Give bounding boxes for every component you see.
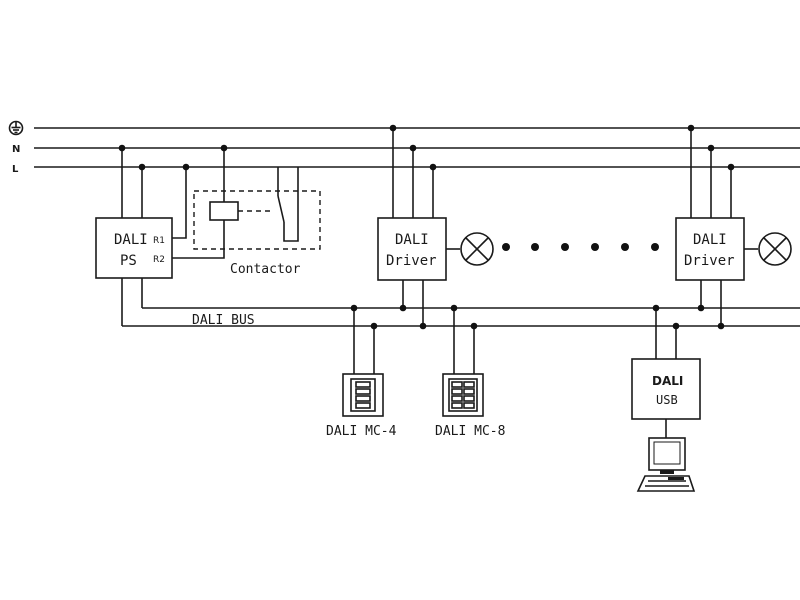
keypad-4-button-icon: [350, 378, 376, 412]
computer-icon: [636, 437, 696, 492]
dali-power-supply: DALI PS R1 R2: [95, 148, 173, 326]
lamp-icon: [460, 232, 494, 266]
dali-driver-1: DALI Driver: [377, 128, 494, 326]
driver-2-label-line1: DALI: [693, 232, 727, 248]
neutral-label: N: [12, 144, 20, 155]
ps-label-line2: PS: [120, 253, 137, 269]
dali-driver-2: DALI Driver: [675, 128, 792, 326]
earth-ground-icon: [8, 120, 24, 136]
dali-bus-label: DALI BUS: [192, 313, 255, 328]
driver-2-label-line2: Driver: [684, 253, 735, 269]
dali-usb-interface: DALI USB: [631, 308, 701, 438]
contactor-label: Contactor: [230, 262, 301, 277]
contactor: Contactor: [172, 148, 321, 277]
ps-r1-label: R1: [153, 236, 165, 246]
driver-1-label-line1: DALI: [395, 232, 429, 248]
lamp-icon: [758, 232, 792, 266]
controller-mc-4-label: DALI MC-4: [326, 424, 397, 439]
controller-mc-4: DALI MC-4: [326, 308, 397, 439]
keypad-8-button-icon: [448, 378, 478, 412]
usb-label-line1: DALI: [652, 374, 683, 388]
ellipsis-dots: [502, 243, 659, 251]
controller-mc-8-label: DALI MC-8: [435, 424, 505, 439]
ps-r2-label: R2: [153, 255, 165, 265]
usb-label-line2: USB: [656, 393, 678, 407]
contactor-coil: [209, 201, 239, 221]
live-label: L: [12, 164, 19, 175]
ps-label-line1: DALI: [114, 232, 148, 248]
driver-1-label-line2: Driver: [386, 253, 437, 269]
controller-mc-8: DALI MC-8: [435, 308, 505, 439]
junction-dots: [118, 124, 735, 330]
